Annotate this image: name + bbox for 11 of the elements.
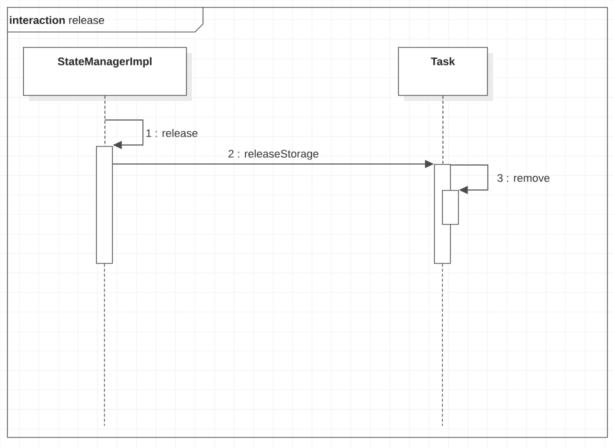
- activation-bar: [96, 146, 113, 264]
- edge-label: 1 : release: [146, 128, 198, 138]
- message-arrow: [450, 164, 488, 194]
- message-arrow: [104, 120, 144, 150]
- activation-bar: [442, 190, 459, 225]
- lifeline: [104, 95, 106, 146]
- edge-label: 3 : remove: [497, 174, 550, 182]
- lifeline-box: Task: [398, 47, 493, 101]
- lifeline-box: StateManagerImpl: [23, 47, 192, 101]
- edge-label: 2 : releaseStorage: [228, 150, 318, 160]
- lifeline: [442, 95, 444, 164]
